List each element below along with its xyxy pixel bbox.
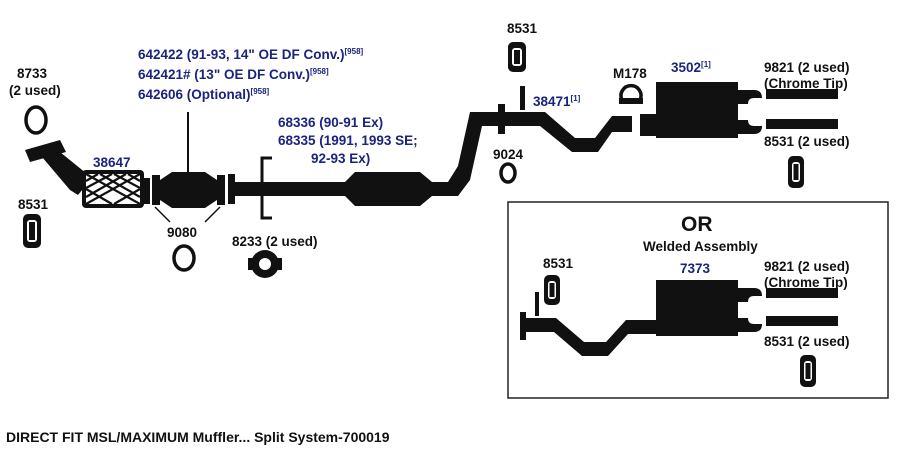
label-642421: 642421# (13" OE DF Conv.)[958] (138, 67, 329, 82)
label-68336: 68336 (90-91 Ex) (278, 115, 383, 130)
part-8733-gasket (24, 105, 48, 135)
label-38471-text: 38471 (533, 94, 571, 109)
label-9821-tip: (Chrome Tip) (764, 76, 848, 91)
label-8233: 8233 (2 used) (232, 234, 318, 249)
diagram-caption: DIRECT FIT MSL/MAXIMUM Muffler... Split … (6, 429, 390, 445)
part-8531-hanger-left (23, 214, 41, 248)
label-9024: 9024 (493, 147, 524, 162)
part-M178-clamp (619, 83, 643, 104)
alt-rear-pipe (520, 292, 656, 356)
label-3502: 3502[1] (671, 60, 711, 75)
part-9024-gasket (499, 162, 517, 184)
part-38647-front-pipe (25, 140, 150, 208)
part-9821-chrome-tips (766, 89, 838, 129)
label-8531-left: 8531 (18, 197, 49, 212)
label-642421-sup: [958] (310, 67, 329, 76)
label-9080: 9080 (167, 225, 197, 240)
label-8733: 8733 (17, 66, 48, 81)
part-9080-gasket (154, 206, 221, 272)
part-642422-converter (152, 112, 225, 208)
part-8531-hanger-right (788, 156, 804, 188)
label-642421-text: 642421# (13" OE DF Conv.) (138, 67, 310, 82)
alt-label-9821-tip: (Chrome Tip) (764, 275, 848, 290)
alt-subtitle: Welded Assembly (643, 239, 758, 254)
label-642606: 642606 (Optional)[958] (138, 87, 270, 102)
label-8733-qty: (2 used) (9, 83, 61, 98)
label-642422: 642422 (91-93, 14" OE DF Conv.)[958] (138, 47, 364, 62)
alt-label-9821: 9821 (2 used) (764, 259, 850, 274)
label-642606-sup: [958] (251, 87, 270, 96)
alt-label-7373: 7373 (680, 261, 711, 276)
label-8531-right: 8531 (2 used) (764, 134, 850, 149)
part-8531-hanger-top (508, 42, 526, 72)
label-M178: M178 (613, 66, 647, 81)
label-68335: 68335 (1991, 1993 SE; (278, 133, 418, 148)
label-68335-b: 92-93 Ex) (311, 151, 370, 166)
label-38471-sup: [1] (571, 94, 581, 103)
alt-muffler-7373 (656, 280, 762, 336)
label-9821: 9821 (2 used) (764, 60, 850, 75)
part-8233-clamp (248, 250, 282, 278)
alt-label-8531: 8531 (543, 256, 574, 271)
label-3502-text: 3502 (671, 60, 701, 75)
label-642606-text: 642606 (Optional) (138, 87, 251, 102)
alt-chrome-tips-9821 (766, 288, 838, 326)
part-68336-intermediate-pipe (228, 104, 505, 206)
label-642422-sup: [958] (345, 47, 364, 56)
part-8233-clamp-bracket (260, 156, 272, 220)
label-38647: 38647 (93, 155, 131, 170)
alt-hanger-8531-bottom (800, 355, 816, 387)
part-3502-muffler (640, 82, 762, 138)
part-38471-rear-pipe (505, 86, 632, 152)
label-3502-sup: [1] (701, 60, 711, 69)
label-642422-text: 642422 (91-93, 14" OE DF Conv.) (138, 47, 345, 62)
alt-hanger-8531-top (544, 275, 560, 305)
label-8531-top: 8531 (507, 21, 538, 36)
alt-or-label: OR (681, 213, 713, 236)
label-38471: 38471[1] (533, 94, 581, 109)
alternate-assembly-box (507, 201, 889, 399)
alt-label-8531-qty: 8531 (2 used) (764, 334, 850, 349)
